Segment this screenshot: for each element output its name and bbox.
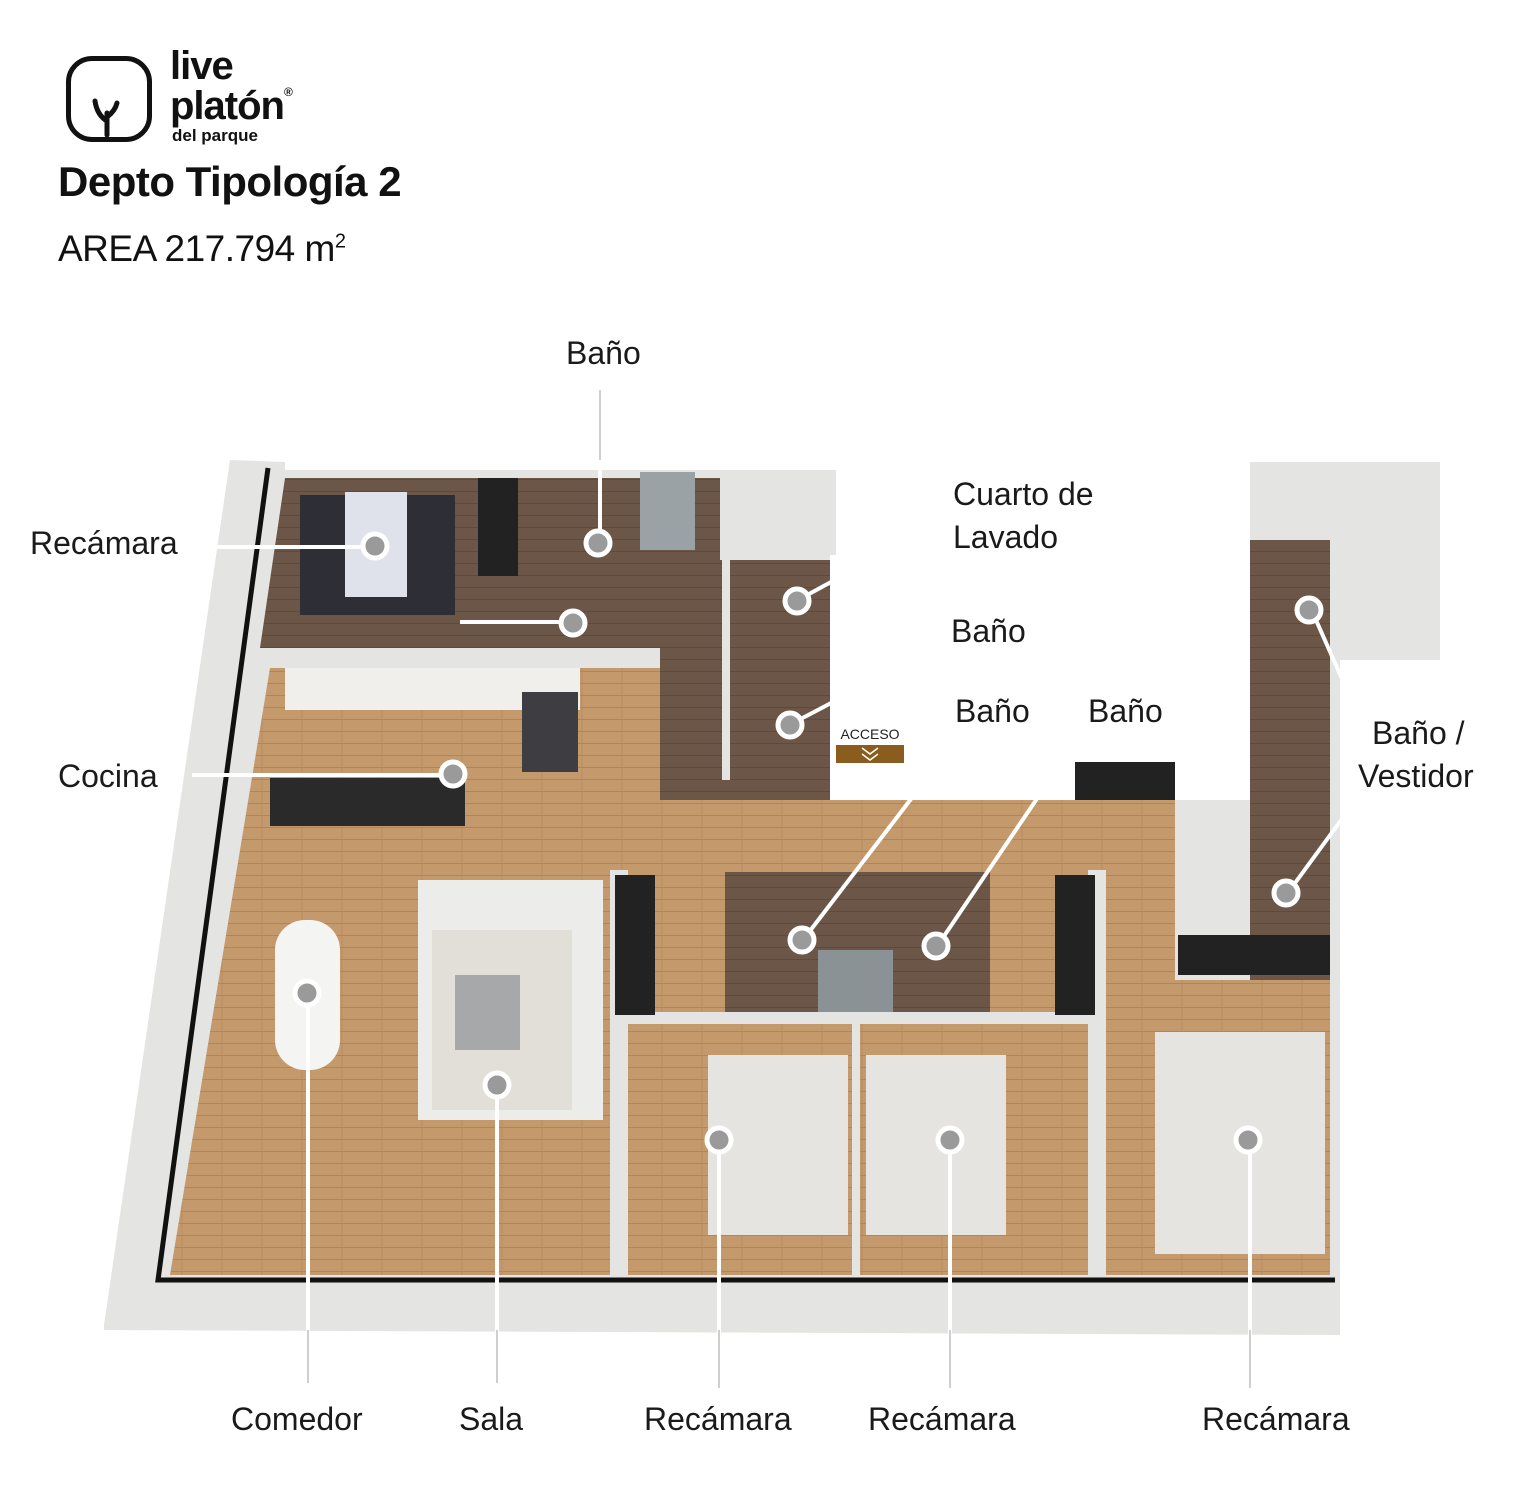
marker-lavado bbox=[782, 586, 812, 616]
marker-recamara-2 bbox=[935, 1125, 965, 1155]
kitchen-island bbox=[270, 778, 465, 826]
wall-kitchen bbox=[258, 648, 660, 668]
entrance-label: ACCESO bbox=[840, 726, 899, 742]
marker-hall-top bbox=[558, 608, 588, 638]
brand-platon: platón® bbox=[170, 84, 293, 128]
marker-recamara-top bbox=[360, 531, 390, 561]
label-cuarto-lavado-1: Cuarto de bbox=[953, 476, 1094, 512]
wall-bedroom-2 bbox=[852, 1020, 860, 1275]
wall-bath-row bbox=[610, 1012, 1090, 1024]
label-cocina: Cocina bbox=[58, 758, 158, 794]
label-bano-center-left: Baño bbox=[955, 693, 1030, 729]
label-bano-center-right: Baño bbox=[1088, 693, 1163, 729]
marker-recamara-3 bbox=[1233, 1125, 1263, 1155]
perimeter-wall bbox=[155, 467, 1335, 1283]
marker-sala bbox=[482, 1070, 512, 1100]
top-bath-floor bbox=[525, 480, 635, 560]
label-sala: Sala bbox=[459, 1401, 524, 1437]
bed-2 bbox=[866, 1055, 1006, 1235]
area-unit-exponent: 2 bbox=[334, 230, 346, 253]
entrance-chevron-icon bbox=[861, 747, 879, 755]
entrance-chevron-icon-2 bbox=[861, 753, 879, 761]
marker-bano-vestidor-top bbox=[1294, 595, 1324, 625]
label-recamara-1: Recámara bbox=[644, 1401, 792, 1437]
label-cuarto-lavado-2: Lavado bbox=[953, 519, 1058, 555]
area-label: AREA 217.794 m2 bbox=[58, 228, 346, 270]
room-markers bbox=[292, 528, 1324, 1155]
kitchen-block bbox=[522, 692, 578, 772]
label-bano-vestidor-2: Vestidor bbox=[1358, 758, 1474, 794]
label-bano-vestidor-1: Baño / bbox=[1372, 715, 1465, 751]
marker-bano-center-right bbox=[921, 931, 951, 961]
label-bano-mid: Baño bbox=[951, 613, 1026, 649]
marker-bano-center-left bbox=[787, 925, 817, 955]
closet-2 bbox=[1055, 875, 1095, 1015]
page-title: Depto Tipología 2 bbox=[58, 158, 402, 205]
shower-center bbox=[818, 950, 893, 1012]
label-bano-top: Baño bbox=[566, 335, 641, 371]
marker-recamara-1 bbox=[704, 1125, 734, 1155]
label-recamara-top: Recámara bbox=[30, 525, 178, 561]
callout-lines bbox=[192, 390, 1360, 1388]
closet-3 bbox=[1075, 762, 1175, 800]
marker-comedor bbox=[292, 978, 322, 1008]
brand-platon-text: platón bbox=[170, 84, 285, 128]
coffee-table bbox=[455, 975, 520, 1050]
label-recamara-2: Recámara bbox=[868, 1401, 1016, 1437]
closet-1 bbox=[615, 875, 655, 1015]
closet-5 bbox=[478, 478, 518, 576]
brand-del-parque: del parque bbox=[172, 126, 258, 145]
marker-bano-mid bbox=[775, 710, 805, 740]
marker-bano-vestidor bbox=[1271, 878, 1301, 908]
brand-live: live bbox=[170, 44, 234, 88]
top-shower bbox=[640, 472, 695, 550]
area-value: AREA 217.794 m bbox=[58, 228, 335, 269]
label-comedor: Comedor bbox=[231, 1401, 363, 1437]
closet-4 bbox=[1178, 935, 1330, 975]
brand-registered: ® bbox=[283, 85, 293, 99]
callout-lines-below bbox=[307, 390, 1251, 1388]
marker-bano-top bbox=[583, 528, 613, 558]
logo-tree-icon bbox=[66, 56, 152, 142]
label-recamara-3: Recámara bbox=[1202, 1401, 1350, 1437]
wall-bath-left bbox=[722, 560, 730, 780]
marker-cocina bbox=[438, 759, 468, 789]
